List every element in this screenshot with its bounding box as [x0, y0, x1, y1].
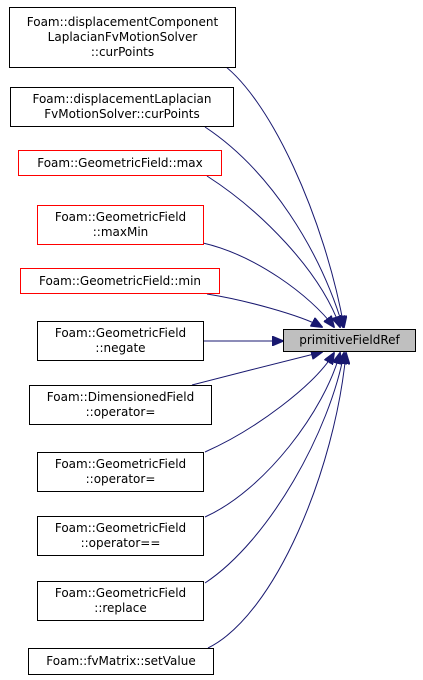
node-label-line: Foam::GeometricField — [54, 521, 187, 535]
edge-caller-1 — [204, 126, 343, 327]
node-caller-1[interactable]: Foam::displacementLaplacian FvMotionSolv… — [10, 87, 234, 127]
node-label-line: ::curPoints — [90, 45, 155, 59]
node-label-line: Foam::GeometricField::min — [38, 273, 202, 288]
node-label-line: Foam::GeometricField::max — [37, 155, 203, 170]
node-caller-9[interactable]: Foam::GeometricField ::replace — [37, 581, 204, 621]
edge-caller-10 — [207, 353, 346, 649]
edge-caller-6 — [191, 352, 322, 386]
node-label-line: Foam::GeometricField — [54, 457, 187, 471]
node-label-line: FvMotionSolver::curPoints — [44, 107, 200, 121]
edge-caller-0 — [217, 60, 344, 327]
node-label-line: Foam::GeometricField — [54, 586, 187, 600]
node-label-line: Foam::GeometricField — [54, 326, 187, 340]
node-caller-6[interactable]: Foam::DimensionedField ::operator= — [29, 385, 212, 425]
node-label-line: Foam::GeometricField — [54, 210, 187, 224]
node-caller-4[interactable]: Foam::GeometricField::min — [20, 268, 220, 294]
node-primitivefieldref: primitiveFieldRef — [283, 329, 416, 352]
node-caller-10[interactable]: Foam::fvMatrix::setValue — [28, 648, 214, 675]
edge-caller-9 — [204, 353, 344, 584]
node-label-line: ::replace — [94, 601, 147, 615]
node-caller-7[interactable]: Foam::GeometricField ::operator= — [37, 452, 204, 492]
edge-caller-3 — [202, 242, 334, 327]
node-caller-3[interactable]: Foam::GeometricField ::maxMin — [37, 205, 204, 245]
edge-caller-8 — [204, 353, 340, 518]
node-caller-5[interactable]: Foam::GeometricField ::negate — [37, 321, 204, 361]
node-caller-0[interactable]: Foam::displacementComponent LaplacianFvM… — [9, 7, 236, 68]
node-caller-2[interactable]: Foam::GeometricField::max — [18, 150, 222, 176]
node-label-line: ::operator= — [85, 405, 156, 419]
node-label-line: Foam::displacementLaplacian — [32, 92, 212, 106]
node-label-line: Foam::fvMatrix::setValue — [46, 654, 196, 668]
edge-caller-2 — [206, 175, 340, 327]
node-label-line: ::operator== — [80, 536, 161, 550]
node-label-line: Foam::displacementComponent — [26, 15, 219, 29]
node-caller-8[interactable]: Foam::GeometricField ::operator== — [37, 516, 204, 556]
node-label-line: ::maxMin — [92, 225, 149, 239]
node-label: primitiveFieldRef — [299, 333, 400, 347]
node-label-line: Foam::DimensionedField — [46, 390, 195, 404]
node-label-line: LaplacianFvMotionSolver — [47, 30, 198, 44]
node-label-line: ::operator= — [85, 472, 156, 486]
edge-caller-4 — [206, 293, 322, 327]
edge-caller-7 — [204, 353, 334, 453]
node-label-line: ::negate — [95, 341, 146, 355]
